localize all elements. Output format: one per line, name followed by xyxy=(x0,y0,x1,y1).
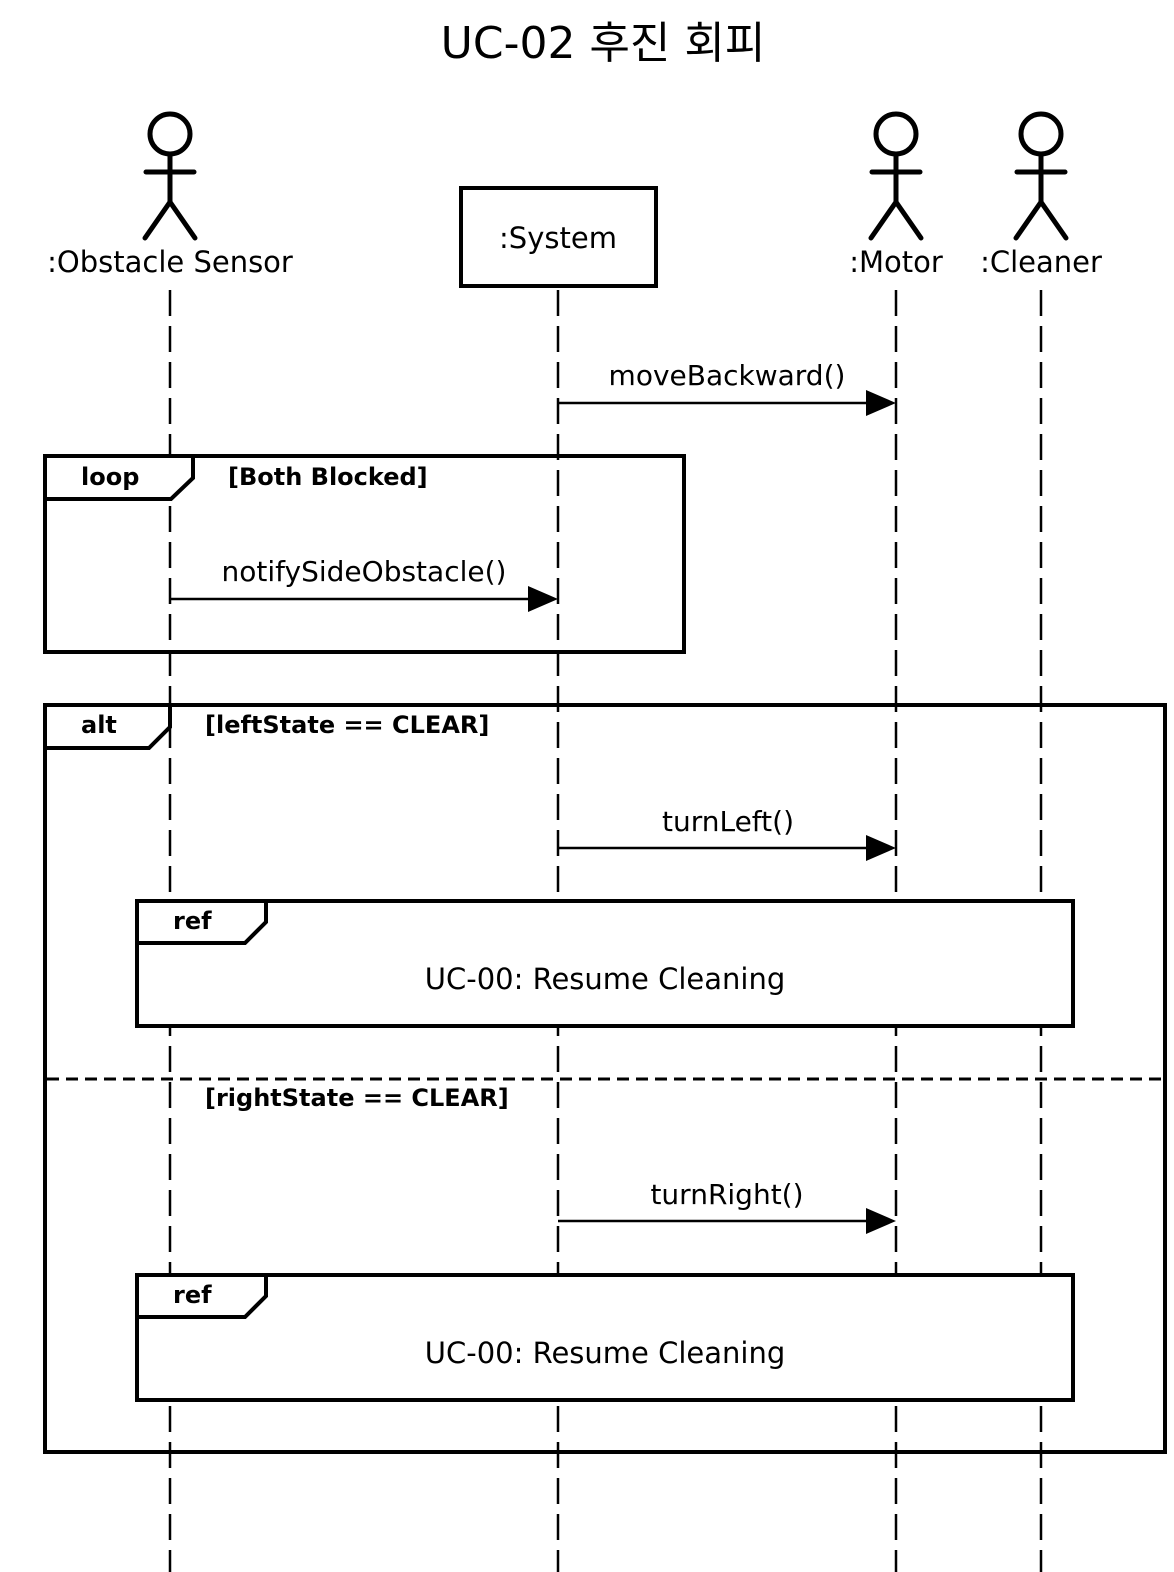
message-label-move-backward: moveBackward() xyxy=(609,359,846,392)
arrowhead-icon xyxy=(528,586,558,612)
arrowhead-icon xyxy=(866,835,896,861)
diagram-title: UC-02 후진 회피 xyxy=(441,18,766,69)
ref-operator-label: ref xyxy=(173,907,212,935)
message-move-backward: moveBackward() xyxy=(558,359,896,416)
arrowhead-icon xyxy=(866,1208,896,1234)
ref-text: UC-00: Resume Cleaning xyxy=(425,962,785,996)
alt-guard-left-label: [leftState == CLEAR] xyxy=(205,711,489,739)
alt-frame: alt [leftState == CLEAR] [rightState == … xyxy=(43,703,1167,1454)
message-label-turn-right: turnRight() xyxy=(650,1178,803,1211)
alt-guard-right-label: [rightState == CLEAR] xyxy=(205,1084,509,1112)
message-label-notify-side-obstacle: notifySideObstacle() xyxy=(222,555,507,588)
loop-frame: loop [Both Blocked] xyxy=(43,454,686,654)
alt-operator-label: alt xyxy=(81,711,117,739)
participant-label-motor: :Motor xyxy=(849,245,943,279)
participant-label-obstacle-sensor: :Obstacle Sensor xyxy=(47,245,293,279)
ref-frame: ref UC-00: Resume Cleaning xyxy=(135,899,1075,1028)
loop-guard-label: [Both Blocked] xyxy=(228,463,428,491)
message-turn-left: turnLeft() xyxy=(558,805,896,861)
arrowhead-icon xyxy=(866,390,896,416)
ref-frame: ref UC-00: Resume Cleaning xyxy=(135,1273,1075,1402)
actor-cleaner-icon xyxy=(1013,111,1069,241)
ref-operator-label: ref xyxy=(173,1281,212,1309)
participant-label-system: :System xyxy=(499,221,617,255)
message-turn-right: turnRight() xyxy=(558,1178,896,1234)
loop-operator-label: loop xyxy=(81,463,139,491)
actor-obstacle-sensor-icon xyxy=(142,111,198,241)
message-label-turn-left: turnLeft() xyxy=(662,805,794,838)
participant-label-cleaner: :Cleaner xyxy=(980,245,1102,279)
ref-text: UC-00: Resume Cleaning xyxy=(425,1336,785,1370)
actor-motor-icon xyxy=(868,111,924,241)
message-notify-side-obstacle: notifySideObstacle() xyxy=(170,555,558,612)
participant-box-system xyxy=(459,186,658,288)
